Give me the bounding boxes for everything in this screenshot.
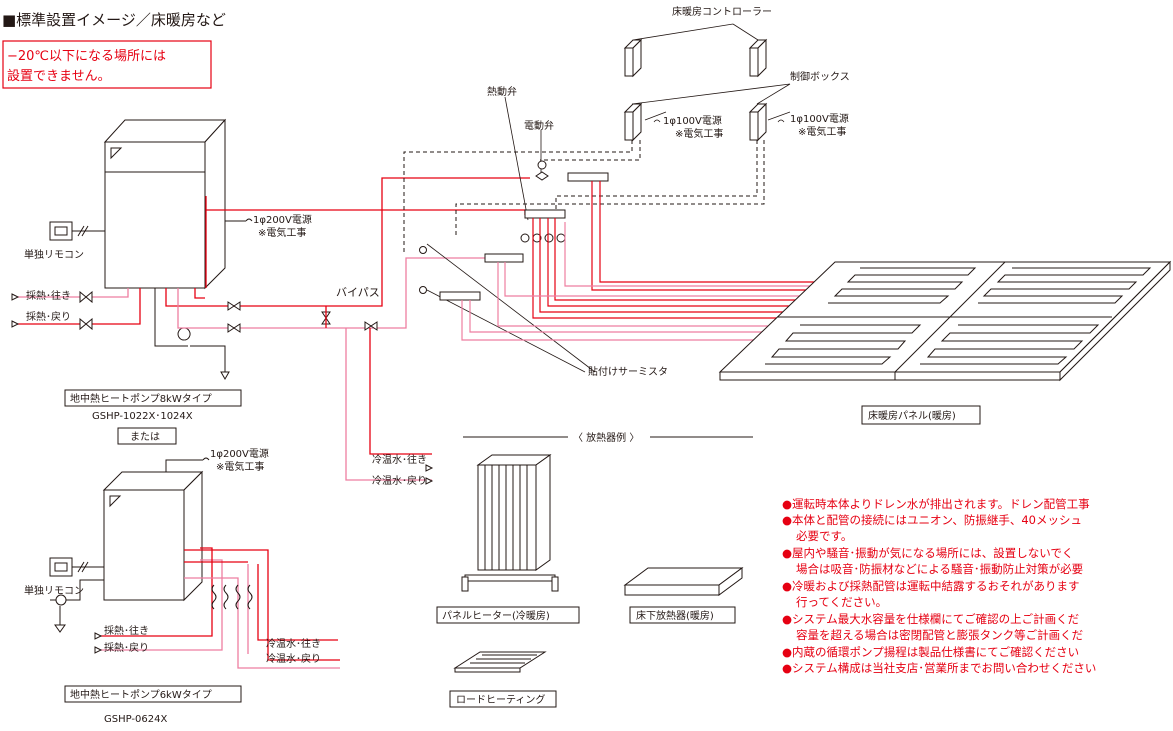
warning-box: [2, 40, 212, 89]
heat-pump-6kw: [102, 470, 204, 602]
unit-6kw-label: 地中熱ヒートポンプ6kWタイプ: [70, 688, 212, 701]
underfloor-radiator-drawing: [623, 567, 744, 596]
or-label: または: [130, 431, 160, 443]
panel-heater-label: パネルヒーター(冷暖房): [442, 609, 550, 622]
remote-b-label: 単独リモコン: [24, 584, 84, 597]
floor-controller-label: 床暖房コントローラー: [672, 5, 772, 18]
note-line: ●システム最大水容量を仕様欄にてご確認の上ご計画くだ: [782, 612, 1079, 626]
electric-work-b: ※電気工事: [798, 125, 846, 138]
note-line: ●屋内や騒音･振動が気になる場所には、設置しないでく: [782, 546, 1073, 560]
electric-work-a: ※電気工事: [675, 127, 723, 140]
note-line: 必要です。: [796, 529, 852, 543]
heat-return-b: 採熱･戻り: [104, 641, 149, 654]
warning-line-2: 設置できません。: [7, 68, 111, 84]
cool-go-b: 冷温水･往き: [266, 637, 321, 650]
motor-valve-label: 電動弁: [524, 119, 554, 132]
power-200v-a: 1φ200V電源: [253, 213, 312, 226]
cool-go-a: 冷温水･往き: [372, 453, 427, 466]
remote-a-label: 単独リモコン: [24, 248, 84, 261]
cool-return-b: 冷温水･戻り: [266, 652, 321, 665]
heat-pump-8kw: [103, 118, 227, 290]
note-line: 場合は吸音･防振材などによる騒音･振動防止対策が必要: [796, 562, 1083, 576]
unit-8kw-label: 地中熱ヒートポンプ8kWタイプ: [70, 392, 212, 405]
electric-work-c: ※電気工事: [258, 226, 306, 239]
road-heating-drawing: [453, 651, 547, 673]
floor-panel-label: 床暖房パネル(暖房): [868, 409, 956, 422]
note-line: 容量を超える場合は密閉配管と膨張タンク等ご計画くだ: [796, 628, 1083, 642]
radiator-examples-label: 〈 放熱器例 〉: [573, 431, 639, 444]
power-200v-b: 1φ200V電源: [210, 447, 269, 460]
cool-return-a: 冷温水･戻り: [372, 474, 427, 487]
electric-work-d: ※電気工事: [216, 460, 264, 473]
warning-line-1: −20℃以下になる場所には: [7, 49, 166, 64]
power-100v-a: 1φ100V電源: [663, 114, 722, 127]
note-line: ●冷暖および採熱配管は運転中結露するおそれがあります: [782, 579, 1080, 593]
underfloor-radiator-label: 床下放熱器(暖房): [636, 609, 714, 622]
heat-go-b: 採熱･往き: [104, 624, 149, 637]
thermal-valve-label: 熱動弁: [487, 85, 517, 98]
power-100v-b: 1φ100V電源: [790, 112, 849, 125]
note-line: ●システム構成は当社支店･営業所までお問い合わせください: [782, 661, 1096, 675]
control-box-label: 制御ボックス: [790, 70, 850, 83]
note-line: ●運転時本体よりドレン水が排出されます。ドレン配管工事: [782, 497, 1090, 511]
notes: ●運転時本体よりドレン水が排出されます。ドレン配管工事 ●本体と配管の接続にはユ…: [782, 497, 1096, 675]
road-heating-label: ロードヒーティング: [456, 693, 545, 706]
note-line: ●内蔵の循環ポンプ揚程は製品仕様書にてご確認ください: [782, 645, 1079, 659]
thermistor-label: 貼付けサーミスタ: [588, 365, 668, 378]
model-6kw: GSHP-0624X: [104, 714, 167, 725]
page-title: ■標準設置イメージ／床暖房など: [2, 11, 226, 29]
heat-go-a: 採熱･往き: [26, 289, 71, 302]
bypass-label: バイパス: [336, 286, 380, 299]
model-8kw: GSHP-1022X･1024X: [92, 411, 193, 422]
panel-heater-drawing: [461, 454, 559, 592]
heat-return-a: 採熱･戻り: [26, 310, 71, 323]
note-line: ●本体と配管の接続にはユニオン、防振継手、40メッシュ: [782, 513, 1082, 527]
note-line: 行ってください。: [796, 595, 887, 609]
